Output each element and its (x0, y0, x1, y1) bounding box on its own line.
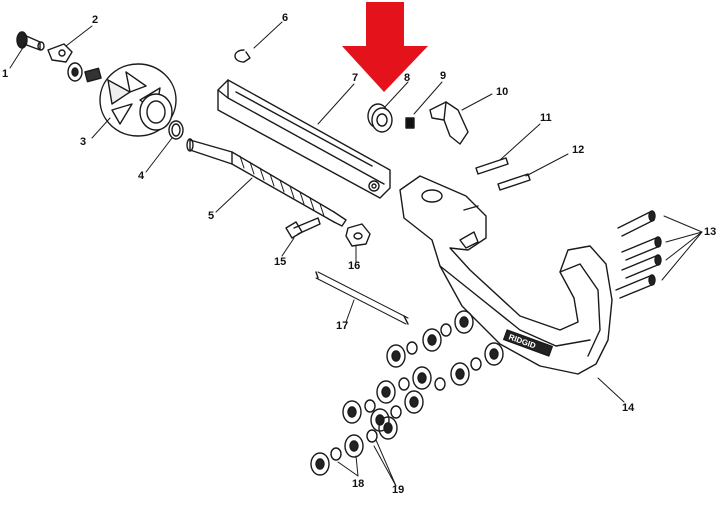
part-label-4: 4 (138, 170, 145, 182)
part-label-13: 13 (704, 226, 717, 238)
part-label-18: 18 (352, 478, 365, 490)
part-label-12: 12 (572, 144, 585, 156)
leader-lines (9, 21, 703, 487)
part-12-pin (497, 173, 531, 191)
part-label-1: 1 (2, 68, 9, 80)
part-13-bolts (615, 210, 662, 299)
part-label-9: 9 (440, 70, 447, 82)
part-label-15: 15 (274, 256, 287, 268)
part-label-14: 14 (622, 402, 635, 414)
part-label-16: 16 (348, 260, 361, 272)
part-11-pin (475, 157, 509, 175)
part-6-clip (234, 49, 251, 63)
part-2-plate (47, 43, 73, 63)
part-10-lever (429, 101, 469, 145)
part-9-set-screw (405, 117, 415, 129)
part-7-slide-bar (217, 79, 391, 199)
part-label-17: 17 (336, 320, 349, 332)
part-4-ring (168, 120, 184, 140)
part-label-7: 7 (352, 72, 359, 84)
part-label-5: 5 (208, 210, 215, 222)
part-5-feed-screw (186, 138, 347, 227)
part-label-8: 8 (404, 72, 411, 84)
part-15-tpin (285, 217, 321, 239)
part-1-pin (16, 31, 45, 51)
part-label-10: 10 (496, 86, 509, 98)
part-16-nut (345, 223, 371, 247)
part-label-11: 11 (540, 112, 552, 124)
part-label-2: 2 (92, 14, 99, 26)
part-8-bushing (367, 103, 393, 133)
part-3-feed-knob (99, 63, 177, 137)
part-14-frame (399, 175, 613, 375)
highlight-arrow (342, 2, 428, 92)
part-label-6: 6 (282, 12, 289, 24)
part-label-3: 3 (80, 136, 87, 148)
part-18-19-rollers (310, 310, 504, 476)
part-3-washer-bearing (67, 62, 102, 83)
part-17-spring (315, 271, 409, 325)
part-label-19: 19 (392, 484, 405, 496)
